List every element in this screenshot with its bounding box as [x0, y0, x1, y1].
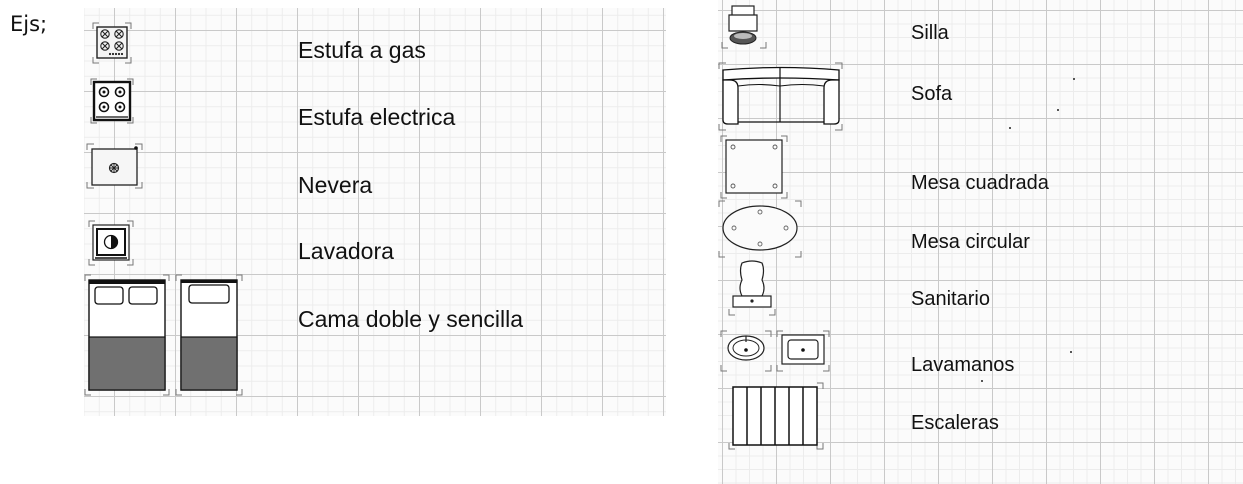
stray-dot: [1073, 78, 1075, 80]
label-fridge: Nevera: [298, 172, 373, 198]
floor-plan-grid-left: Estufa a gas Estufa electrica Nevera Lav…: [84, 8, 666, 416]
label-stairs: Escaleras: [911, 412, 999, 434]
stray-dot: [981, 380, 983, 382]
sink-icon: [720, 330, 830, 372]
label-electric-stove: Estufa electrica: [298, 104, 456, 130]
stray-dot: [1057, 109, 1059, 111]
round-table-icon: [718, 200, 802, 258]
single-bed-icon: [175, 274, 243, 396]
label-gas-stove: Estufa a gas: [298, 37, 426, 63]
label-sofa: Sofa: [911, 83, 953, 105]
label-sink: Lavamanos: [911, 354, 1015, 376]
stray-dot: [1070, 351, 1072, 353]
double-bed-icon: [84, 274, 170, 396]
examples-prefix: Ejs;: [10, 12, 48, 36]
stray-dot: [1009, 127, 1011, 129]
label-round-table: Mesa circular: [911, 231, 1030, 253]
label-square-table: Mesa cuadrada: [911, 172, 1049, 194]
chair-icon: [721, 5, 767, 49]
label-toilet: Sanitario: [911, 288, 990, 310]
washing-machine-icon: [88, 220, 134, 266]
label-washing-machine: Lavadora: [298, 238, 394, 264]
square-table-icon: [720, 135, 788, 199]
fridge-icon: [86, 143, 143, 189]
stairs-icon: [728, 382, 824, 450]
electric-stove-icon: [90, 78, 134, 124]
toilet-icon: [728, 260, 776, 316]
sofa-icon: [718, 62, 843, 131]
gas-stove-icon: [92, 22, 132, 64]
floor-plan-grid-right: Silla Sofa Mesa cuadrada Mesa circular S…: [718, 0, 1243, 484]
label-chair: Silla: [911, 22, 949, 44]
label-beds: Cama doble y sencilla: [298, 306, 524, 332]
